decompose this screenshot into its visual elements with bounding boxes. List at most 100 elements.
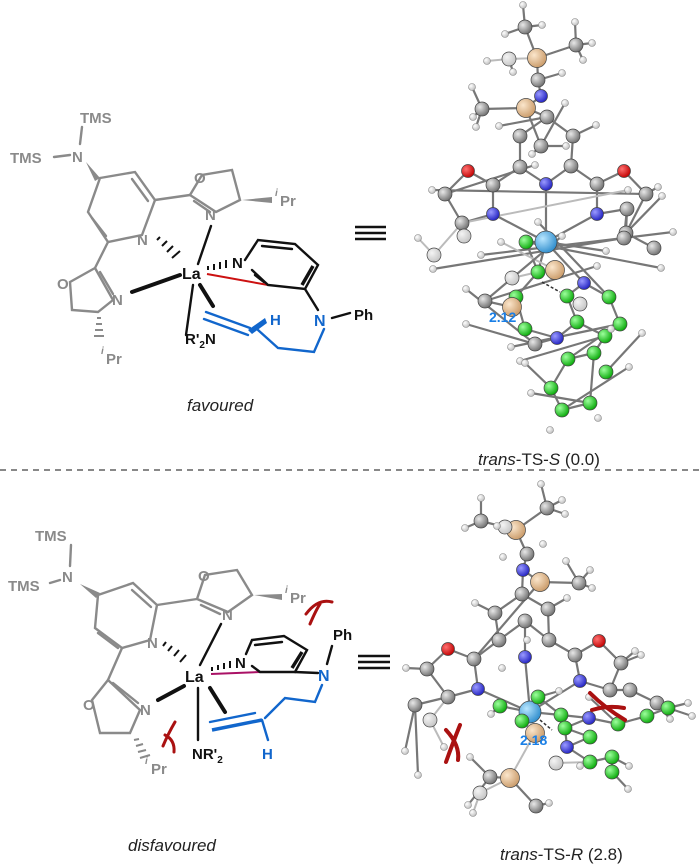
oxazoline-ring <box>68 266 115 314</box>
bottom-structure-3d <box>401 480 696 817</box>
top-structure-2d: TMS TMS N N O N i Pr O N i Pr La <box>10 110 373 415</box>
bond <box>260 244 294 251</box>
oxazoline-o-label: O <box>83 697 95 714</box>
la-carbon-bond <box>206 273 269 286</box>
oxygen-atom <box>441 642 455 656</box>
hydrogen-atom <box>588 39 596 47</box>
hydrogen-atom <box>501 30 509 38</box>
highlighted-carbon-atom <box>530 689 546 705</box>
bond <box>260 718 270 742</box>
bond <box>111 681 140 705</box>
hydrogen-atom <box>631 647 639 655</box>
silicon-atom <box>530 572 550 592</box>
carbon-atom <box>539 500 555 516</box>
steric-clash-icon <box>161 720 177 754</box>
tether-chain <box>256 327 326 354</box>
amine-n-label: N <box>62 569 73 586</box>
hydrogen-atom <box>401 747 409 755</box>
pyridine-n-label: N <box>137 232 148 249</box>
hydrogen-atom <box>469 113 477 121</box>
hydrogen-atom <box>440 743 448 751</box>
hydrogen-atom <box>592 121 600 129</box>
bond <box>93 240 110 270</box>
hydrogen-atom <box>658 192 666 200</box>
model-bond <box>403 704 417 752</box>
hash-bond <box>156 236 181 259</box>
carbon-atom <box>517 19 533 35</box>
hydrogen-atom <box>545 799 553 807</box>
carbon-atom <box>533 138 549 154</box>
ts-label: trans-TS-S (0.0) <box>478 450 600 469</box>
nitrogen-atom <box>516 563 530 577</box>
bond <box>155 597 199 607</box>
model-bond <box>625 195 663 234</box>
hydrogen-atom <box>625 762 633 770</box>
hydrogen-atom <box>555 687 563 695</box>
hydrogen-atom <box>579 56 587 64</box>
phenyl-label: Ph <box>333 627 352 644</box>
hydrogen-atom <box>561 510 569 518</box>
hydrogen-atom <box>561 99 569 107</box>
oxazoline-n-label: N <box>140 702 151 719</box>
carbon-atom <box>539 109 555 125</box>
oxazoline-o-label: O <box>57 276 69 293</box>
substrate-n-label: N <box>235 655 246 672</box>
hydrogen-atom <box>602 247 610 255</box>
forming-bond <box>541 281 561 293</box>
hydrogen-atom <box>558 232 566 240</box>
carbon-atom <box>514 586 530 602</box>
highlighted-carbon-atom <box>639 708 655 724</box>
bond <box>106 646 124 682</box>
highlighted-carbon-atom <box>597 328 613 344</box>
disfavoured-caption: disfavoured <box>128 836 216 855</box>
lanthanum-atom <box>534 230 558 254</box>
hydrogen-atom <box>576 762 584 770</box>
bond <box>300 265 315 286</box>
silicon-atom <box>527 48 547 68</box>
hydrogen-atom <box>462 320 470 328</box>
carbon-atom <box>519 546 535 562</box>
bond <box>325 644 334 666</box>
hydrogen-atom <box>657 264 665 272</box>
carbon-atom-faded <box>426 247 442 263</box>
steric-clash-icon <box>444 723 462 764</box>
aniline-n-label: N <box>318 668 330 685</box>
oxygen-atom <box>592 634 606 648</box>
top-structure-3d <box>414 1 677 434</box>
silicon-atom <box>500 768 520 788</box>
carbon-atom-faded <box>572 296 588 312</box>
carbon-atom <box>589 176 605 192</box>
highlighted-carbon-atom <box>543 380 559 396</box>
model-bond <box>519 334 606 363</box>
hydrogen-atom <box>429 265 437 273</box>
bond <box>198 622 223 667</box>
carbon-atom <box>527 336 543 352</box>
la-carbon-bond <box>210 671 261 675</box>
ts-label: trans-TS-R (2.8) <box>500 845 623 864</box>
model-bond <box>432 236 625 271</box>
carbon-atom <box>437 186 453 202</box>
silicon-atom <box>516 98 536 118</box>
nitrogen-atom <box>582 711 596 725</box>
nitrogen-atom <box>518 650 532 664</box>
carbon-atom <box>638 186 654 202</box>
silicon-atom <box>525 723 545 743</box>
substrate-pyridine-ring <box>243 238 320 291</box>
hydrogen-atom <box>537 480 545 488</box>
hydrogen-atom <box>688 712 696 720</box>
bond <box>330 311 352 320</box>
model-bond <box>588 352 596 404</box>
nitrogen-atom <box>577 276 591 290</box>
highlighted-carbon-atom <box>492 698 508 714</box>
hydrogen-atom <box>607 325 615 333</box>
bond <box>98 270 115 296</box>
hydrogen-atom <box>521 359 529 367</box>
pyridine-n-label: N <box>147 635 158 652</box>
carbon-atom <box>517 613 533 629</box>
equivalence-symbol <box>355 225 386 241</box>
hydrogen-atom <box>624 186 632 194</box>
ipr-superscript: i <box>285 585 288 596</box>
hydrogen-atom <box>593 262 601 270</box>
hydrogen-atom <box>477 251 485 259</box>
steric-clash-icon <box>588 691 627 722</box>
